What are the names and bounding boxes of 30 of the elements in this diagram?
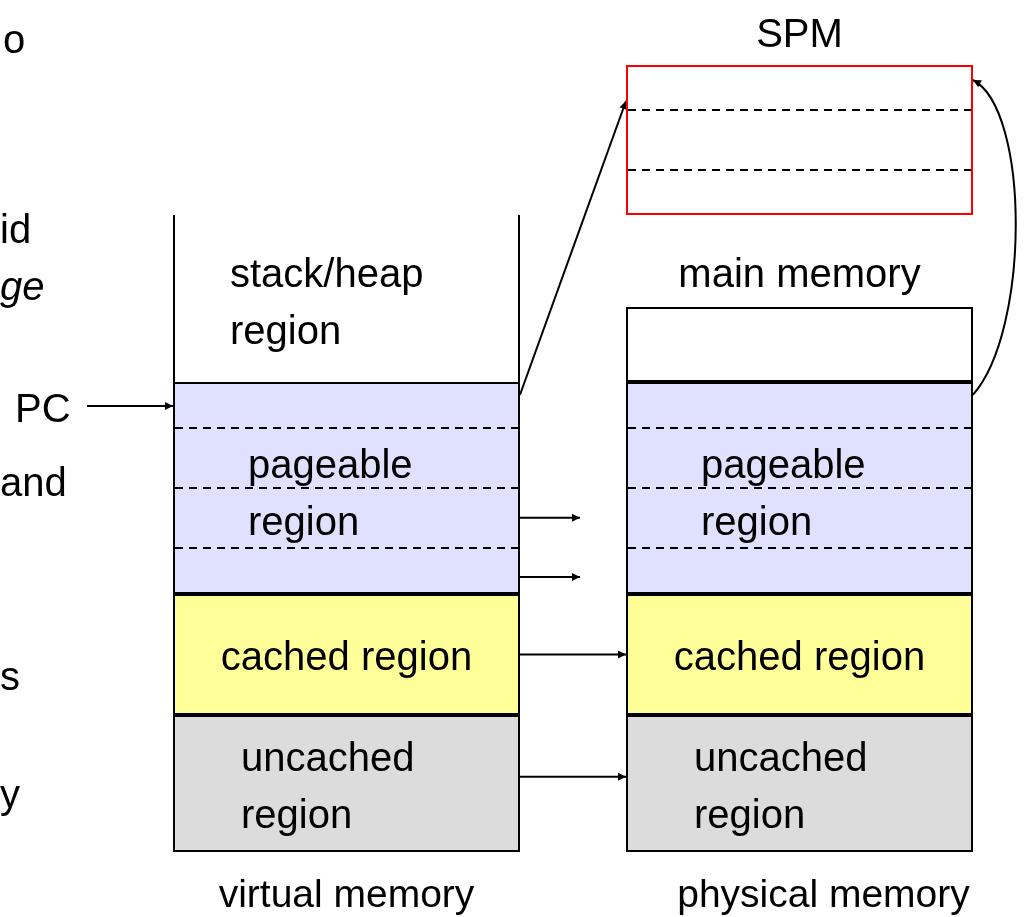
arrow — [86, 402, 174, 410]
column-title: physical memory — [676, 871, 971, 917]
memory-region — [626, 594, 973, 715]
region-label: uncached region — [694, 734, 869, 838]
text-fragment: id — [0, 206, 32, 253]
block-title: SPM — [755, 10, 844, 57]
text-fragment: ge — [0, 263, 45, 310]
region-label: pageable region — [701, 441, 867, 545]
memory-region — [626, 382, 973, 594]
text-fragment: and — [0, 459, 67, 506]
arrow — [519, 772, 627, 781]
text-fragment: y — [0, 771, 20, 818]
region-label: stack/heap region — [230, 250, 425, 354]
arrow — [519, 513, 581, 522]
memory-region — [173, 715, 520, 852]
column-title: virtual memory — [217, 871, 476, 917]
text-fragment: s — [0, 653, 20, 700]
pointer-label: PC — [15, 385, 72, 432]
region-label: cached region — [219, 633, 474, 680]
arrow — [519, 650, 627, 659]
region-label: cached region — [672, 633, 927, 680]
memory-region — [173, 382, 520, 594]
block-title: main memory — [677, 250, 922, 297]
region-label: uncached region — [241, 734, 416, 838]
memory-region — [173, 594, 520, 715]
text-fragment: o — [3, 16, 26, 63]
arrow — [519, 573, 581, 581]
memory-region — [626, 715, 973, 852]
arrow — [972, 79, 1017, 396]
region-label: pageable region — [248, 441, 414, 545]
